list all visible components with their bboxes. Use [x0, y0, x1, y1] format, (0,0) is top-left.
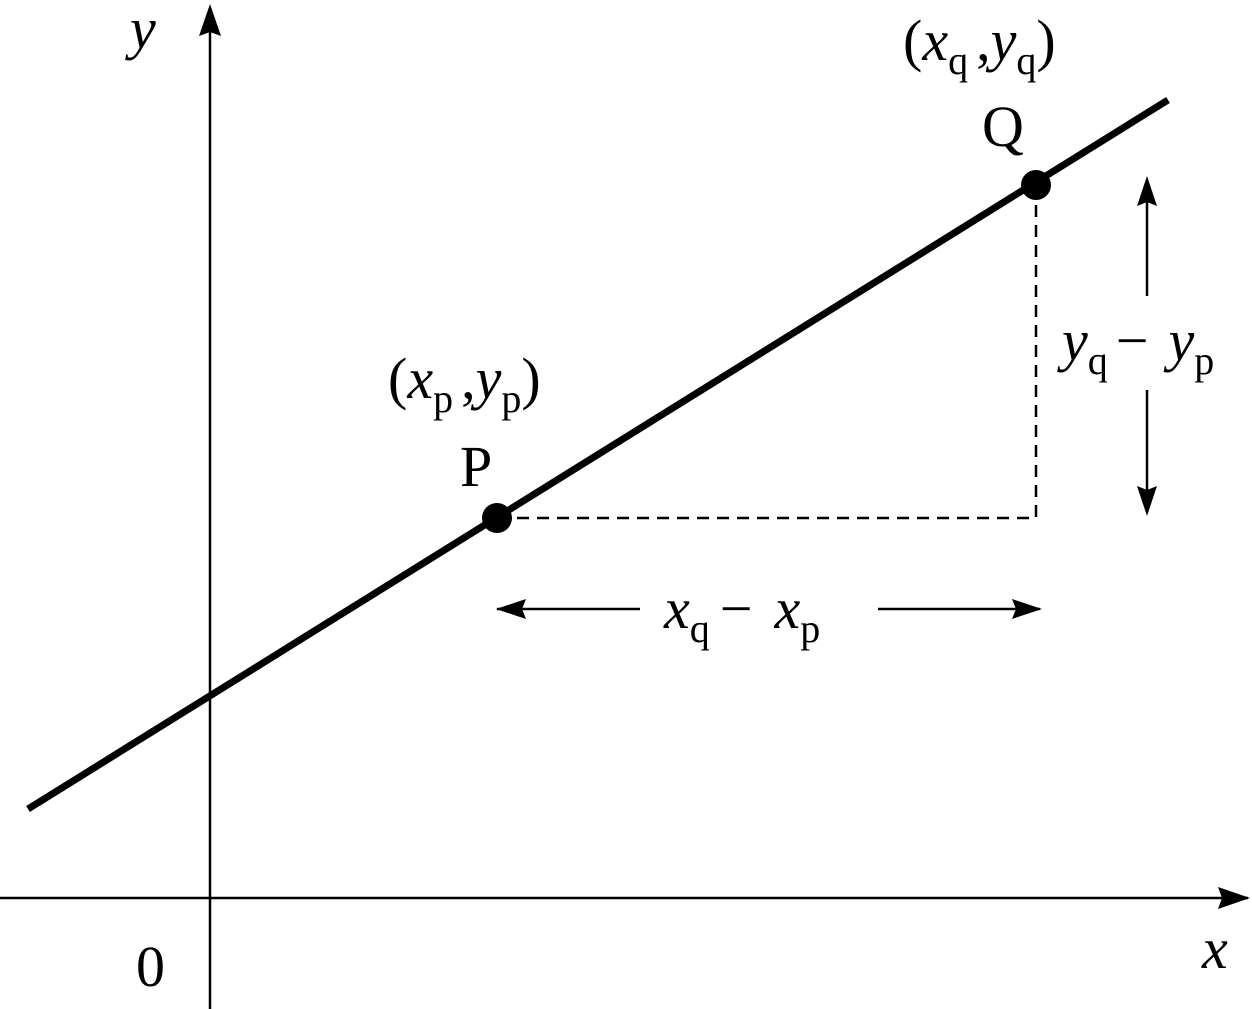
run-b-sub: p [800, 606, 820, 651]
x-axis-arrowhead [1218, 887, 1250, 909]
rise-a-sub: q [1088, 338, 1108, 383]
run-a: x [663, 576, 690, 641]
q-coord-y: y [986, 8, 1017, 73]
origin-label: 0 [136, 934, 165, 999]
point-q-dot [1021, 170, 1051, 200]
p-coord-y: y [471, 346, 502, 411]
p-coord-open: ( [388, 346, 407, 411]
point-q-coordinates: (xq,yq) [903, 8, 1056, 83]
y-axis-arrowhead [199, 4, 221, 36]
p-coord-sep: , [461, 346, 476, 411]
q-coord-sep: , [976, 8, 991, 73]
rise-label: yq−yp [1057, 308, 1214, 383]
q-coord-x: x [921, 8, 948, 73]
point-p-label: P [460, 434, 492, 499]
point-q-label: Q [982, 94, 1024, 159]
x-axis-label: x [1201, 916, 1228, 981]
rise-minus: − [1116, 308, 1149, 373]
run-arrowhead-right [1012, 599, 1042, 619]
q-coord-open: ( [903, 8, 922, 73]
rise-a: y [1057, 308, 1088, 373]
run-a-sub: q [690, 606, 710, 651]
run-label: xq−xp [663, 576, 820, 651]
point-p-dot [482, 503, 512, 533]
q-coord-x-sub: q [948, 38, 968, 83]
q-coord-close: ) [1036, 8, 1055, 73]
p-coord-close: ) [521, 346, 540, 411]
rise-b-sub: p [1194, 338, 1214, 383]
q-coord-y-sub: q [1016, 38, 1036, 83]
p-coord-x-sub: p [433, 376, 453, 421]
run-arrowhead-left [496, 599, 526, 619]
p-coord-x: x [406, 346, 433, 411]
rise-arrowhead-down [1137, 486, 1157, 516]
y-axis-label: y [125, 0, 156, 61]
run-minus: − [720, 576, 753, 641]
p-coord-y-sub: p [501, 376, 521, 421]
run-b: x [773, 576, 800, 641]
main-line [26, 97, 1170, 812]
point-p-coordinates: (xp,yp) [388, 346, 541, 421]
rise-b: y [1163, 308, 1194, 373]
rise-arrowhead-up [1137, 176, 1157, 206]
